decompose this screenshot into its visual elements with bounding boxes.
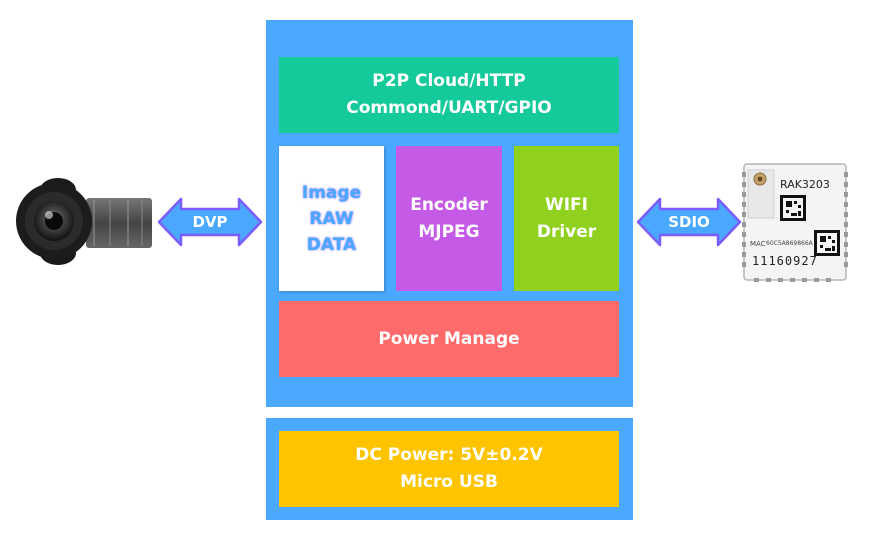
image-raw-data-block: Image RAW DATA xyxy=(279,146,384,291)
dc-line-2: Micro USB xyxy=(400,472,498,492)
sdio-arrow xyxy=(636,197,742,247)
module-mac-label: MAC xyxy=(750,240,766,248)
p2p-cloud-block: P2P Cloud/HTTP Commond/UART/GPIO xyxy=(279,57,619,133)
image-line-3: DATA xyxy=(306,234,357,255)
image-line-1: Image xyxy=(301,182,362,203)
module-model-label: RAK3203 xyxy=(780,178,830,191)
encoder-block: Encoder MJPEG xyxy=(396,146,502,291)
power-label: Power Manage xyxy=(378,328,520,349)
dc-power-block: DC Power: 5V±0.2V Micro USB xyxy=(279,431,619,507)
dvp-arrow xyxy=(157,197,263,247)
power-manage-block: Power Manage xyxy=(279,301,619,377)
dvp-label: DVP xyxy=(192,213,228,231)
module-serial: 11160927 xyxy=(752,254,818,268)
p2p-line-1: P2P Cloud/HTTP xyxy=(372,71,526,91)
sdio-label: SDIO xyxy=(668,213,710,231)
encoder-line-1: Encoder xyxy=(410,194,488,215)
p2p-line-2: Commond/UART/GPIO xyxy=(346,98,552,118)
wifi-line-2: Driver xyxy=(536,221,597,242)
wifi-module-image: RAK3203 MAC 60C5A869866A 11160927 xyxy=(742,162,848,282)
wifi-line-1: WIFI xyxy=(544,194,588,215)
module-mac-value: 60C5A869866A xyxy=(766,240,813,247)
wifi-driver-block: WIFI Driver xyxy=(514,146,619,291)
camera-module-image xyxy=(16,178,152,265)
image-line-2: RAW xyxy=(309,208,354,229)
encoder-line-2: MJPEG xyxy=(418,221,480,242)
dc-line-1: DC Power: 5V±0.2V xyxy=(355,445,543,465)
